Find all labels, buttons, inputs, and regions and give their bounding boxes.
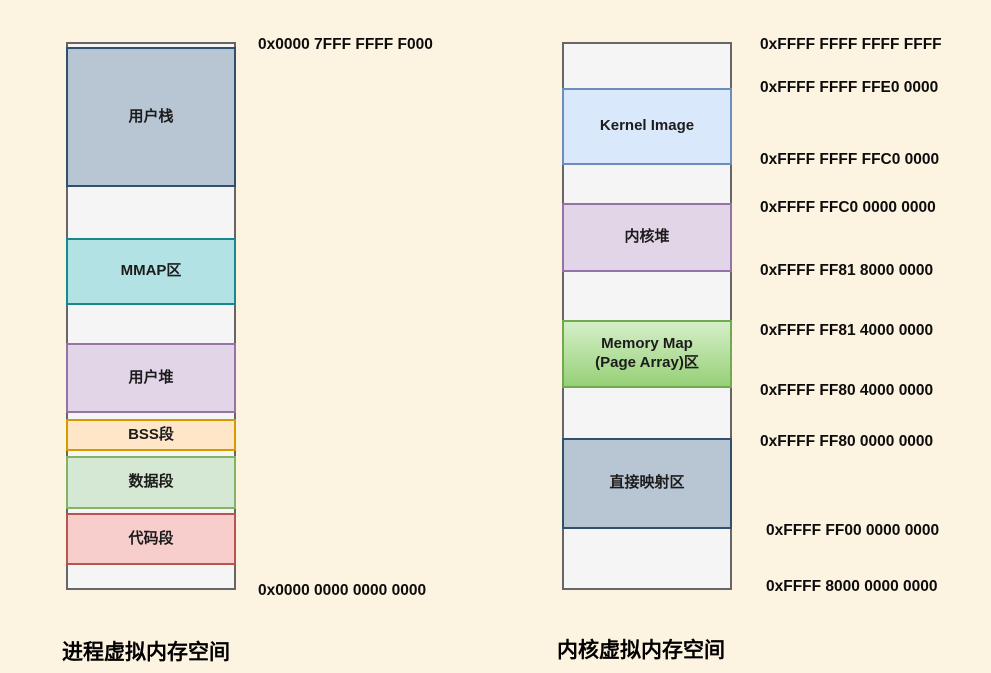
kernel-address-label: 0xFFFF FF00 0000 0000 (766, 522, 940, 539)
process-space-caption: 进程虚拟内存空间 (62, 641, 230, 664)
mmap-region-segment: MMAP区 (66, 238, 236, 305)
kernel-heap-label: 内核堆 (624, 228, 670, 246)
kernel-memory-column: Kernel Image 内核堆 Memory Map (Page Array)… (562, 42, 732, 590)
user-stack-segment: 用户栈 (66, 47, 236, 187)
kernel-address-label: 0xFFFF 8000 0000 0000 (766, 578, 938, 595)
memory-map-label-line1: Memory Map (601, 335, 693, 353)
bss-segment: BSS段 (66, 419, 236, 451)
kernel-heap-segment: 内核堆 (562, 203, 732, 272)
code-segment-label: 代码段 (128, 529, 174, 547)
kernel-address-label: 0xFFFF FFFF FFC0 0000 (760, 151, 940, 168)
mmap-region-label: MMAP区 (120, 262, 182, 280)
kernel-address-label: 0xFFFF FFFF FFE0 0000 (760, 79, 939, 96)
memory-map-label-line2: (Page Array)区 (595, 354, 699, 371)
user-heap-label: 用户堆 (128, 368, 174, 386)
direct-mapping-segment: 直接映射区 (562, 438, 732, 529)
kernel-address-label: 0xFFFF FF80 4000 0000 (760, 382, 934, 399)
kernel-address-label: 0xFFFF FF81 4000 0000 (760, 322, 934, 339)
process-top-address-label: 0x0000 7FFF FFFF F000 (258, 36, 433, 53)
data-segment-label: 数据段 (128, 473, 174, 491)
user-stack-label: 用户栈 (128, 107, 174, 125)
kernel-space-caption: 内核虚拟内存空间 (557, 639, 725, 662)
kernel-address-label: 0xFFFF FFC0 0000 0000 (760, 199, 936, 216)
data-segment: 数据段 (66, 456, 236, 509)
kernel-image-segment: Kernel Image (562, 88, 732, 165)
process-bottom-address-label: 0x0000 0000 0000 0000 (258, 582, 427, 599)
kernel-image-label: Kernel Image (599, 117, 695, 135)
direct-mapping-label: 直接映射区 (609, 474, 685, 492)
kernel-address-label: 0xFFFF FF80 0000 0000 (760, 433, 934, 450)
process-memory-column: 用户栈 MMAP区 用户堆 BSS段 数据段 代码段 (66, 42, 236, 590)
bss-segment-label: BSS段 (128, 425, 174, 443)
code-segment: 代码段 (66, 513, 236, 565)
user-heap-segment: 用户堆 (66, 343, 236, 413)
kernel-address-label: 0xFFFF FF81 8000 0000 (760, 262, 934, 279)
memory-map-segment: Memory Map (Page Array)区 (562, 320, 732, 388)
kernel-address-label: 0xFFFF FFFF FFFF FFFF (760, 36, 942, 53)
